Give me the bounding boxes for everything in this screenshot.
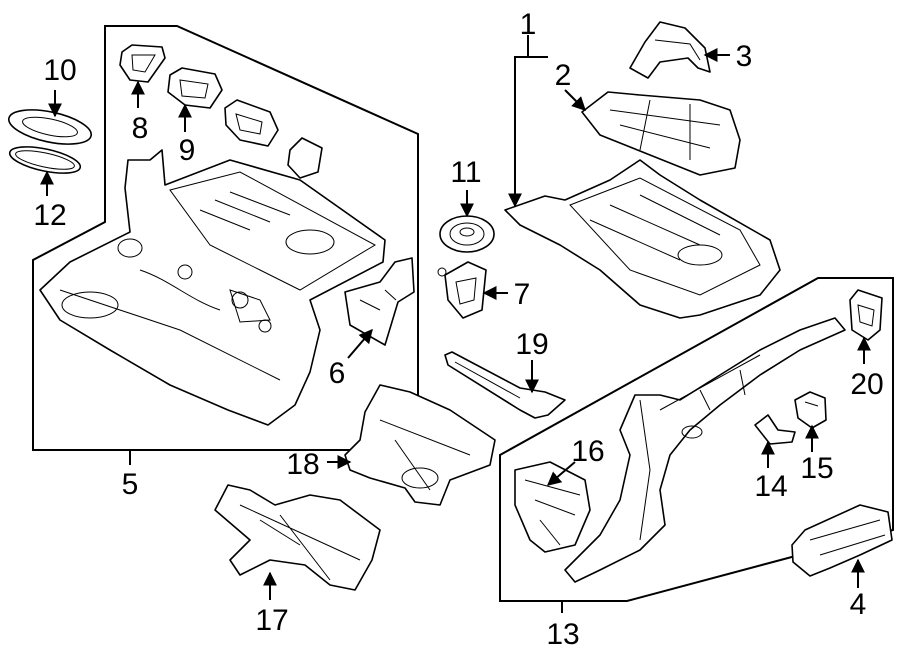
part-1-floor-pan [504, 159, 781, 319]
part-17-crossmember [214, 484, 381, 591]
leader-lines [40, 35, 871, 600]
part-18-crossmember [344, 384, 496, 506]
callout-4: 4 [850, 588, 867, 621]
callout-9: 9 [179, 134, 196, 167]
callout-18: 18 [286, 448, 319, 481]
part-8-plate [119, 44, 166, 83]
part-20-plate [849, 289, 883, 341]
part-14-clip [754, 414, 796, 445]
part-13-side-member [564, 317, 846, 583]
rear-floor-pan [39, 149, 386, 426]
part-4-extension [791, 504, 893, 577]
part-16-bracket [514, 461, 591, 553]
callout-10: 10 [43, 54, 76, 87]
part-2-floor-section [581, 91, 741, 176]
callout-17: 17 [255, 604, 288, 637]
part-3-bracket [629, 21, 711, 79]
floor-gusset [287, 137, 323, 179]
callout-11: 11 [450, 156, 481, 189]
leader-1 [508, 35, 529, 208]
callout-3: 3 [736, 40, 753, 73]
floor-bracket [224, 99, 279, 147]
leader-2 [564, 89, 586, 111]
callout-7: 7 [514, 278, 531, 311]
part-19-rail [444, 351, 566, 419]
group-frame-5 [32, 25, 419, 451]
callout-16: 16 [571, 435, 604, 468]
group-frame-13 [499, 277, 894, 602]
callout-1: 1 [520, 8, 537, 41]
part-7-mount [437, 261, 487, 319]
callout-8: 8 [132, 112, 149, 145]
callout-19: 19 [515, 328, 548, 361]
callout-12: 12 [33, 199, 66, 232]
part-9-bracket [167, 67, 223, 109]
callout-13: 13 [546, 618, 579, 651]
callout-2: 2 [555, 59, 572, 92]
callout-14: 14 [754, 470, 787, 503]
leader-6 [347, 328, 373, 359]
part-15-bracket [794, 391, 827, 429]
callout-15: 15 [800, 452, 833, 485]
part-12-seal [8, 146, 82, 174]
callout-6: 6 [329, 357, 346, 390]
callout-labels: 1 2 3 4 5 6 7 8 9 10 11 12 13 14 15 16 1… [33, 8, 883, 651]
callout-20: 20 [850, 368, 883, 401]
part-10-cover [7, 109, 93, 145]
leader-16 [546, 461, 576, 486]
callout-5: 5 [122, 468, 139, 501]
part-11-seat [439, 215, 495, 253]
